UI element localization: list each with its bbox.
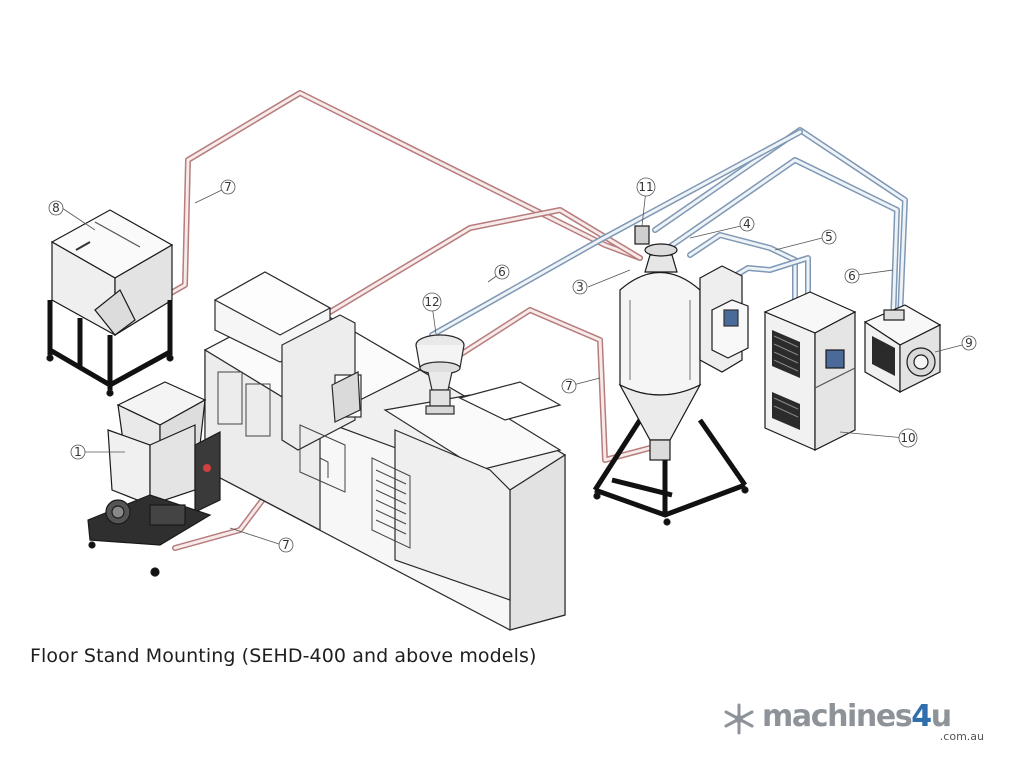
callout-1: 1 <box>70 444 86 460</box>
svg-text:5: 5 <box>825 230 833 244</box>
svg-text:6: 6 <box>498 265 506 279</box>
callout-3: 3 <box>572 279 588 295</box>
site-logo: machines4u .com.au <box>722 700 992 746</box>
logo-domain: .com.au <box>939 730 984 743</box>
svg-text:4: 4 <box>743 217 751 231</box>
diagram-caption: Floor Stand Mounting (SEHD-400 and above… <box>30 645 537 667</box>
callout-12: 12 <box>422 292 442 312</box>
callout-7b: 7 <box>278 537 294 553</box>
callout-8: 8 <box>48 200 64 216</box>
svg-text:7: 7 <box>224 180 232 194</box>
callout-5: 5 <box>821 229 837 245</box>
svg-text:1: 1 <box>74 445 82 459</box>
dryer-10 <box>763 291 857 451</box>
callout-6a: 6 <box>494 264 510 280</box>
callout-11: 11 <box>636 177 656 197</box>
hopper-loader-12 <box>415 334 465 415</box>
svg-text:8: 8 <box>52 201 60 215</box>
svg-text:7: 7 <box>282 538 290 552</box>
svg-text:7: 7 <box>565 379 573 393</box>
callout-4: 4 <box>739 216 755 232</box>
callout-7a: 7 <box>220 179 236 195</box>
callout-badges: 8 7 1 7 12 6 11 4 5 3 6 9 7 10 <box>48 177 977 553</box>
dehumidifier-9 <box>863 304 942 394</box>
svg-text:6: 6 <box>848 269 856 283</box>
callout-10: 10 <box>898 428 918 448</box>
logo-suffix: u <box>930 699 952 734</box>
snowflake-gear-icon <box>724 703 754 735</box>
blue-pipe-group <box>429 127 908 338</box>
logo-name: machines <box>762 699 913 734</box>
svg-text:11: 11 <box>638 180 653 194</box>
svg-text:9: 9 <box>965 336 973 350</box>
logo-number: 4 <box>911 699 932 734</box>
material-bin-8 <box>46 209 174 397</box>
drying-hopper-3 <box>592 225 749 526</box>
callout-7c: 7 <box>561 378 577 394</box>
injection-molding-machine <box>203 271 567 631</box>
callout-9: 9 <box>961 335 977 351</box>
svg-text:12: 12 <box>424 295 439 309</box>
svg-text:10: 10 <box>900 431 915 445</box>
callout-6b: 6 <box>844 268 860 284</box>
logo-wordmark: machines4u <box>762 699 952 734</box>
svg-text:3: 3 <box>576 280 584 294</box>
granulator-1 <box>87 381 221 577</box>
